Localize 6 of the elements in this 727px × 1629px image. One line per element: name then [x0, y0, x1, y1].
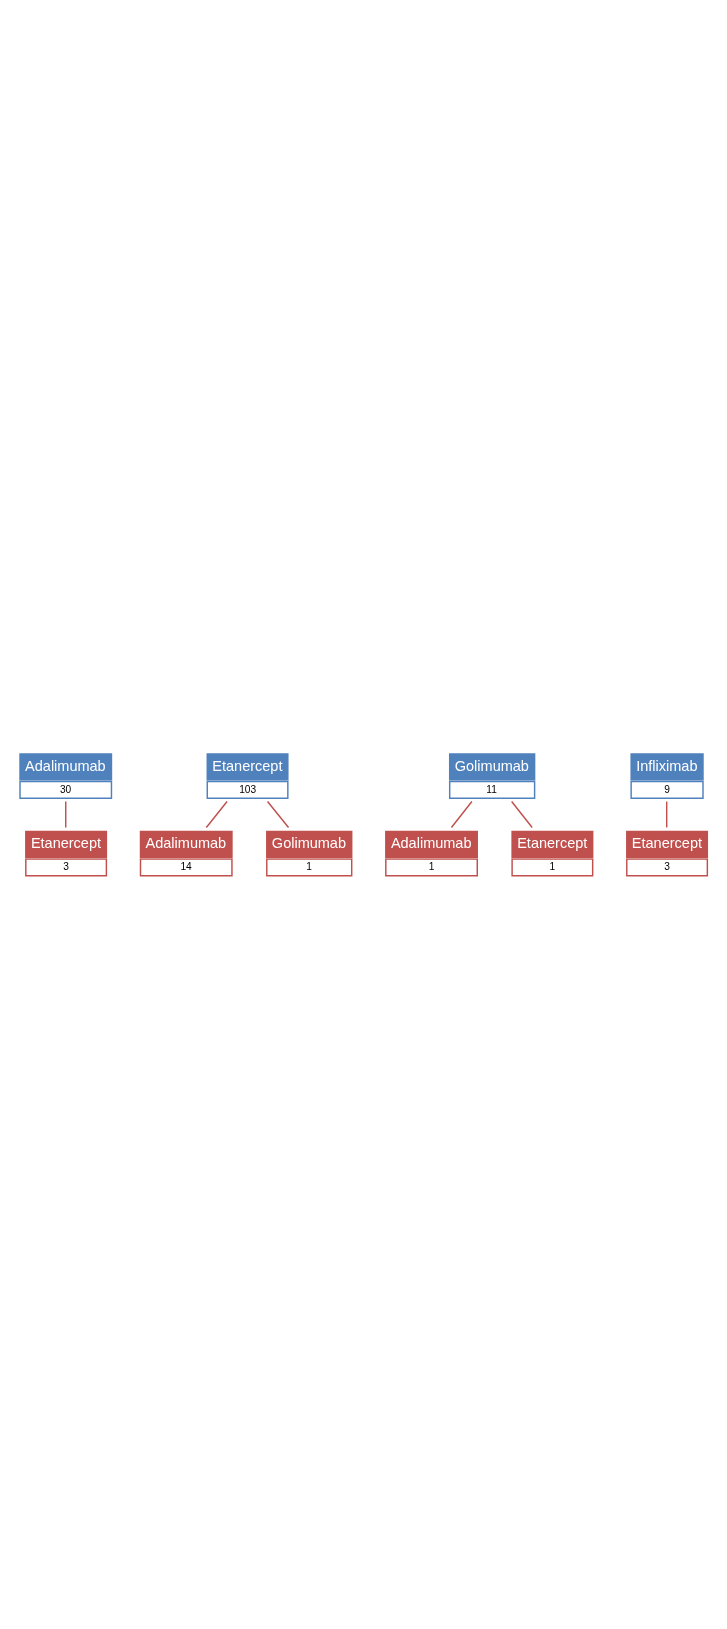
connector: [510, 800, 533, 829]
connector: [666, 800, 668, 829]
connector: [450, 800, 473, 829]
connector: [205, 800, 228, 829]
connector: [65, 800, 67, 829]
connector: [266, 800, 290, 829]
